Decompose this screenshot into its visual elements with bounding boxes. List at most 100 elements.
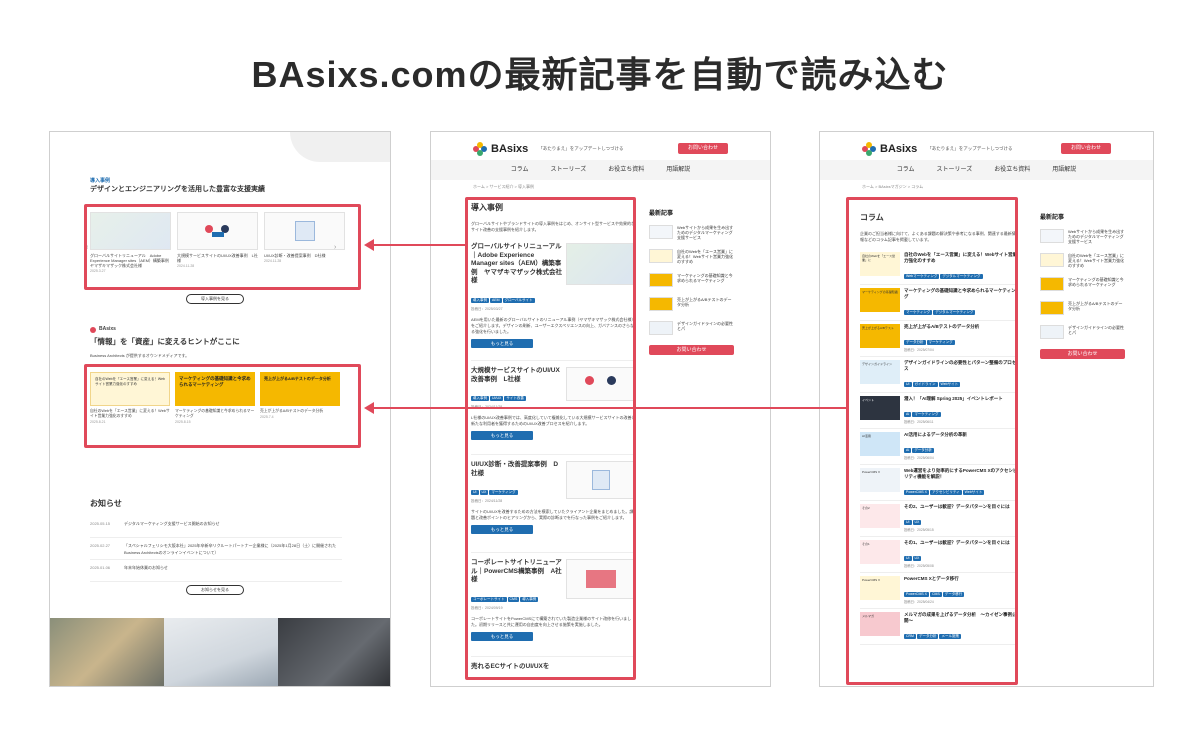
sidebar-item[interactable]: 売上が上がるA/Bテストのデータ分析 — [1040, 301, 1125, 317]
tag[interactable]: UI — [904, 382, 912, 387]
sidebar-item[interactable]: マーケティングの基礎知識と今求められるマーケティング — [1040, 277, 1125, 293]
prev-arrow-icon[interactable]: ‹ — [86, 244, 89, 251]
more-button[interactable]: もっと見る — [471, 631, 533, 641]
more-button[interactable]: もっと見る — [471, 338, 533, 348]
tag[interactable]: AI — [904, 448, 912, 453]
sidebar-item[interactable]: 売上が上がるA/Bテストのデータ分析 — [649, 297, 734, 313]
more-button[interactable]: もっと見る — [471, 431, 533, 440]
nav-column[interactable]: コラム — [510, 167, 529, 173]
column-card[interactable]: マーケティングの基礎知識と今求められるマーケティング マーケティングの基礎知識と… — [175, 372, 255, 436]
tag[interactable]: データ分析 — [912, 448, 934, 453]
tag[interactable]: UI — [904, 556, 912, 561]
tag[interactable]: CMS — [930, 592, 942, 597]
tag[interactable]: マーケティング — [489, 490, 518, 495]
tag[interactable]: データ移行 — [942, 592, 965, 597]
tag[interactable]: UX — [912, 556, 922, 561]
tag[interactable]: AEM — [490, 297, 502, 303]
tag[interactable]: ガイドライン — [912, 382, 938, 387]
tag[interactable]: デジタルマーケティング — [933, 310, 976, 315]
case-card[interactable]: 大規模サービスサイトのUI/UX改善事例 L社様 2024.11.28 — [177, 212, 258, 278]
tag[interactable]: 導入事例 — [471, 297, 489, 303]
tag[interactable]: コーポレートサイト — [471, 596, 507, 602]
nav-stories[interactable]: ストーリーズ — [936, 167, 973, 173]
tag[interactable]: AI — [904, 412, 912, 417]
sidebar-contact-button[interactable]: お問い合わせ — [1040, 349, 1125, 359]
tag[interactable]: データ分析 — [916, 634, 939, 639]
tag[interactable]: CMS — [507, 596, 520, 602]
nav-resources[interactable]: お役立ち資料 — [608, 167, 645, 173]
tag[interactable]: PowerCMS X — [904, 592, 930, 597]
case-card[interactable]: UI/UX診断・改善提案事例 D社様 2024.11.28 — [264, 212, 345, 278]
tag[interactable]: CRM — [904, 634, 916, 639]
sidebar-contact-button[interactable]: お問い合わせ — [649, 345, 734, 355]
tag[interactable]: マーケティング — [904, 310, 933, 315]
next-arrow-icon[interactable]: › — [334, 244, 337, 251]
sidebar-item[interactable]: デザインガイドラインの必要性とパ — [1040, 325, 1125, 341]
news-item[interactable]: 2025.05.15 デジタルマーケティング支援サービス開始のお知らせ — [90, 516, 342, 538]
site-logo[interactable]: BAsixs 「あたりまえ」をアップデートしつづける — [473, 142, 624, 156]
article-item[interactable]: グローバルサイトリニューアル｜Adobe Experience Manager … — [471, 243, 636, 361]
tag[interactable]: マーケティング — [912, 412, 941, 417]
news-button[interactable]: お知らせを見る — [186, 585, 244, 595]
column-card[interactable]: 自社のWebを「エース営業」に変える！Webサイト営業力強化のすすめ 自社のWe… — [90, 372, 170, 436]
news-item[interactable]: 2025.02.27 「スペシャルフェリシモ大阪本社」2025年卒新卒リクルート… — [90, 538, 342, 560]
nav-glossary[interactable]: 用語解説 — [666, 167, 691, 173]
tag[interactable]: UI — [471, 490, 479, 495]
column-item[interactable]: 売上が上がるA/Bテスト売上が上がるA/Bテストのデータ分析データ分析マーケティ… — [860, 321, 1018, 357]
tag[interactable]: UI — [904, 520, 912, 525]
more-button[interactable]: もっと見る — [471, 525, 533, 534]
tag[interactable]: UI/UX — [490, 396, 504, 401]
contact-button[interactable]: お問い合わせ — [1061, 143, 1111, 154]
contact-button[interactable]: お問い合わせ — [678, 143, 728, 154]
tag[interactable]: PowerCMS X — [904, 490, 930, 495]
sidebar-item[interactable]: マーケティングの基礎知識と今求められるマーケティング — [649, 273, 734, 289]
column-page-screenshot: BAsixs 「あたりまえ」をアップデートしつづける お問い合わせ コラム スト… — [819, 131, 1154, 687]
tag[interactable]: UX — [479, 490, 489, 495]
tag[interactable]: 導入事例 — [471, 396, 489, 401]
highlight-case-list — [465, 197, 636, 680]
tag[interactable]: メール施策 — [939, 634, 961, 639]
tag[interactable]: サイト改善 — [504, 396, 526, 401]
sidebar-item[interactable]: Webサイトから成果を生み出すためのデジタルマーケティング支援サービス — [649, 225, 734, 241]
nav-column[interactable]: コラム — [896, 167, 915, 173]
tag[interactable]: Webマーケティング — [904, 274, 940, 279]
article-item[interactable]: コーポレートサイトリニューアル｜PowerCMS構築事例 A社様 コーポレートサ… — [471, 559, 636, 657]
sidebar-item[interactable]: 自社のWebを「エース営業」に変える！Webサイト営業力強化のすすめ — [1040, 253, 1125, 269]
sidebar-item[interactable]: 自社のWebを「エース営業」に変える！Webサイト営業力強化のすすめ — [649, 249, 734, 265]
sidebar-item[interactable]: デザインガイドラインの必要性とパ — [649, 321, 734, 337]
tag[interactable]: グローバルサイト — [502, 297, 535, 303]
case-card[interactable]: グローバルサイトリニューアル Adobe Experience Manager … — [90, 212, 173, 278]
article-thumbnail — [566, 367, 636, 401]
tag[interactable]: Webサイト — [938, 382, 961, 387]
column-card[interactable]: 売上が上がるA/Bテストのデータ分析 売上が上がるA/Bテストのデータ分析 20… — [260, 372, 340, 436]
tag[interactable]: Webサイト — [962, 490, 985, 495]
cases-button[interactable]: 導入事例を見る — [186, 294, 244, 304]
sidebar-item-text: Webサイトから成果を生み出すためのデジタルマーケティング支援サービス — [677, 225, 734, 240]
nav-glossary[interactable]: 用語解説 — [1052, 167, 1077, 173]
tag[interactable]: UX — [912, 520, 922, 525]
tag[interactable]: 導入事例 — [520, 596, 539, 602]
site-logo[interactable]: BAsixs 「あたりまえ」をアップデートしつづける — [862, 142, 1013, 156]
tag[interactable]: マーケティング — [926, 340, 955, 345]
tag[interactable]: デジタルマーケティング — [940, 274, 983, 279]
column-item[interactable]: マーケティングの基礎知識マーケティングの基礎知識と今求められるマーケティングマー… — [860, 285, 1018, 321]
tag[interactable]: データ分析 — [904, 340, 926, 345]
article-item[interactable]: 売れるECサイトのUI/UXを — [471, 663, 636, 672]
nav-resources[interactable]: お役立ち資料 — [994, 167, 1031, 173]
sidebar-item[interactable]: Webサイトから成果を生み出すためのデジタルマーケティング支援サービス — [1040, 229, 1125, 245]
news-item[interactable]: 2025.01.06 年末年始休業のお知らせ — [90, 560, 342, 582]
tag[interactable]: アクセシビリティ — [930, 490, 962, 495]
nav-stories[interactable]: ストーリーズ — [550, 167, 587, 173]
column-item[interactable]: 自社のWebを「エース営業」に自社のWebを「エース営業」に変える！Webサイト… — [860, 249, 1018, 285]
breadcrumb: ホーム > サービス紹介 > 導入事例 — [473, 184, 534, 189]
